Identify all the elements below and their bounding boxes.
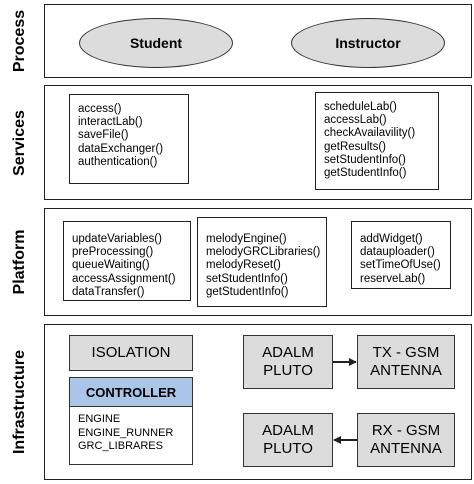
platform-box: updateVariables() preProcessing() queueW… <box>44 208 472 316</box>
function-item: dataTransfer() <box>72 285 145 298</box>
services-layer: Services access() interactLab() saveFile… <box>2 85 472 200</box>
function-item: reserveLab() <box>360 272 426 285</box>
platform-layer: Platform updateVariables() preProcessing… <box>2 208 472 316</box>
student-actor: Student <box>79 18 233 68</box>
function-item: access() <box>78 103 122 115</box>
services-box: access() interactLab() saveFile() dataEx… <box>44 85 472 200</box>
process-layer: Process Student Instructor <box>2 4 472 78</box>
instructor-actor: Instructor <box>291 18 445 68</box>
controller-item: ENGINE_RUNNER <box>78 426 174 439</box>
function-item: authentication() <box>78 155 158 168</box>
platform-box-1: updateVariables() preProcessing() queueW… <box>63 221 191 301</box>
infrastructure-layer: Infrastructure ISOLATION CONTROLLER ENGI… <box>2 324 472 480</box>
services-label: Services <box>11 109 28 176</box>
function-item: updateVariables() <box>72 233 162 245</box>
function-item: dataExchanger() <box>78 142 164 155</box>
function-item: setStudentInfo() <box>206 272 288 285</box>
function-item: setStudentInfo() <box>324 153 406 166</box>
function-item: saveFile() <box>78 129 129 142</box>
function-item: melodyReset() <box>206 259 281 272</box>
adalm-pluto-tx: ADALM PLUTO <box>243 335 333 389</box>
function-item: melodyGRCLibraries() <box>206 246 321 259</box>
function-item: queueWaiting() <box>72 259 150 272</box>
function-item: melodyEngine() <box>206 233 287 245</box>
function-item: datauploader() <box>360 246 435 259</box>
tx-gsm-antenna: TX - GSM ANTENNA <box>357 335 455 389</box>
rx-gsm-antenna: RX - GSM ANTENNA <box>357 413 455 467</box>
function-item: accessAssignment() <box>72 272 176 285</box>
controller-header: CONTROLLER <box>70 378 192 407</box>
adalm-pluto-rx: ADALM PLUTO <box>243 413 333 467</box>
process-box: Student Instructor <box>44 4 472 78</box>
infrastructure-box: ISOLATION CONTROLLER ENGINE ENGINE_RUNNE… <box>44 324 472 480</box>
function-item: setTimeOfUse() <box>360 259 441 272</box>
process-label: Process <box>11 9 28 73</box>
platform-label: Platform <box>11 229 28 295</box>
isolation-box: ISOLATION <box>69 335 193 371</box>
controller-item: GRC_LIBRARES <box>78 440 163 452</box>
function-item: addWidget() <box>360 233 423 245</box>
function-item: interactLab() <box>78 116 143 129</box>
platform-box-3: addWidget() datauploader() setTimeOfUse(… <box>351 221 451 289</box>
platform-box-2: melodyEngine() melodyGRCLibraries() melo… <box>197 217 327 307</box>
function-item: accessLab() <box>324 114 387 127</box>
function-item: getResults() <box>324 140 386 153</box>
student-services-box: access() interactLab() saveFile() dataEx… <box>69 94 189 184</box>
controller-item: ENGINE <box>78 413 121 425</box>
infrastructure-label: Infrastructure <box>11 349 28 455</box>
function-item: getStudentInfo() <box>206 285 289 298</box>
function-item: scheduleLab() <box>324 101 397 113</box>
function-item: checkAvailavility() <box>324 127 416 140</box>
function-item: getStudentInfo() <box>324 167 407 180</box>
controller-items: ENGINE ENGINE_RUNNER GRC_LIBRARES <box>70 407 192 454</box>
function-item: preProcessing() <box>72 246 154 259</box>
controller-box: CONTROLLER ENGINE ENGINE_RUNNER GRC_LIBR… <box>69 377 193 465</box>
connector-arrows <box>333 358 357 444</box>
instructor-services-box: scheduleLab() accessLab() checkAvailavil… <box>315 92 439 190</box>
